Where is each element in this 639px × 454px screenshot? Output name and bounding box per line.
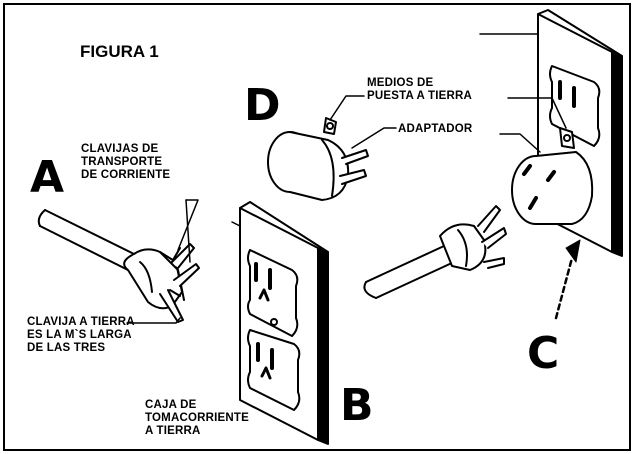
figure-frame: [3, 3, 631, 451]
grounding-means-label: MEDIOS DE PUESTA A TIERRA: [367, 77, 473, 103]
adapter-in-outlet: [511, 127, 594, 225]
ground-prong-label: CLAVIJA A TIERRA ES LA M`S LARGA DE LAS …: [27, 316, 135, 355]
label-letter-b: B: [340, 380, 374, 431]
plug-to-adapter: [363, 205, 507, 299]
grounded-plug-a: [37, 209, 200, 323]
label-letter-c: C: [527, 328, 560, 379]
outlet-box-label: CAJA DE TOMACORRIENTE A TIERRA: [145, 399, 249, 438]
grounded-outlet-b: [231, 201, 329, 445]
current-prongs-label: CLAVIJAS DE TRANSPORTE DE CORRIENTE: [81, 143, 171, 182]
label-letter-d: D: [244, 80, 281, 131]
adapter-label: ADAPTADOR: [398, 123, 473, 135]
figure-title: FIGURA 1: [80, 42, 159, 61]
adapter-d: [267, 117, 369, 201]
label-letter-a: A: [30, 152, 65, 203]
